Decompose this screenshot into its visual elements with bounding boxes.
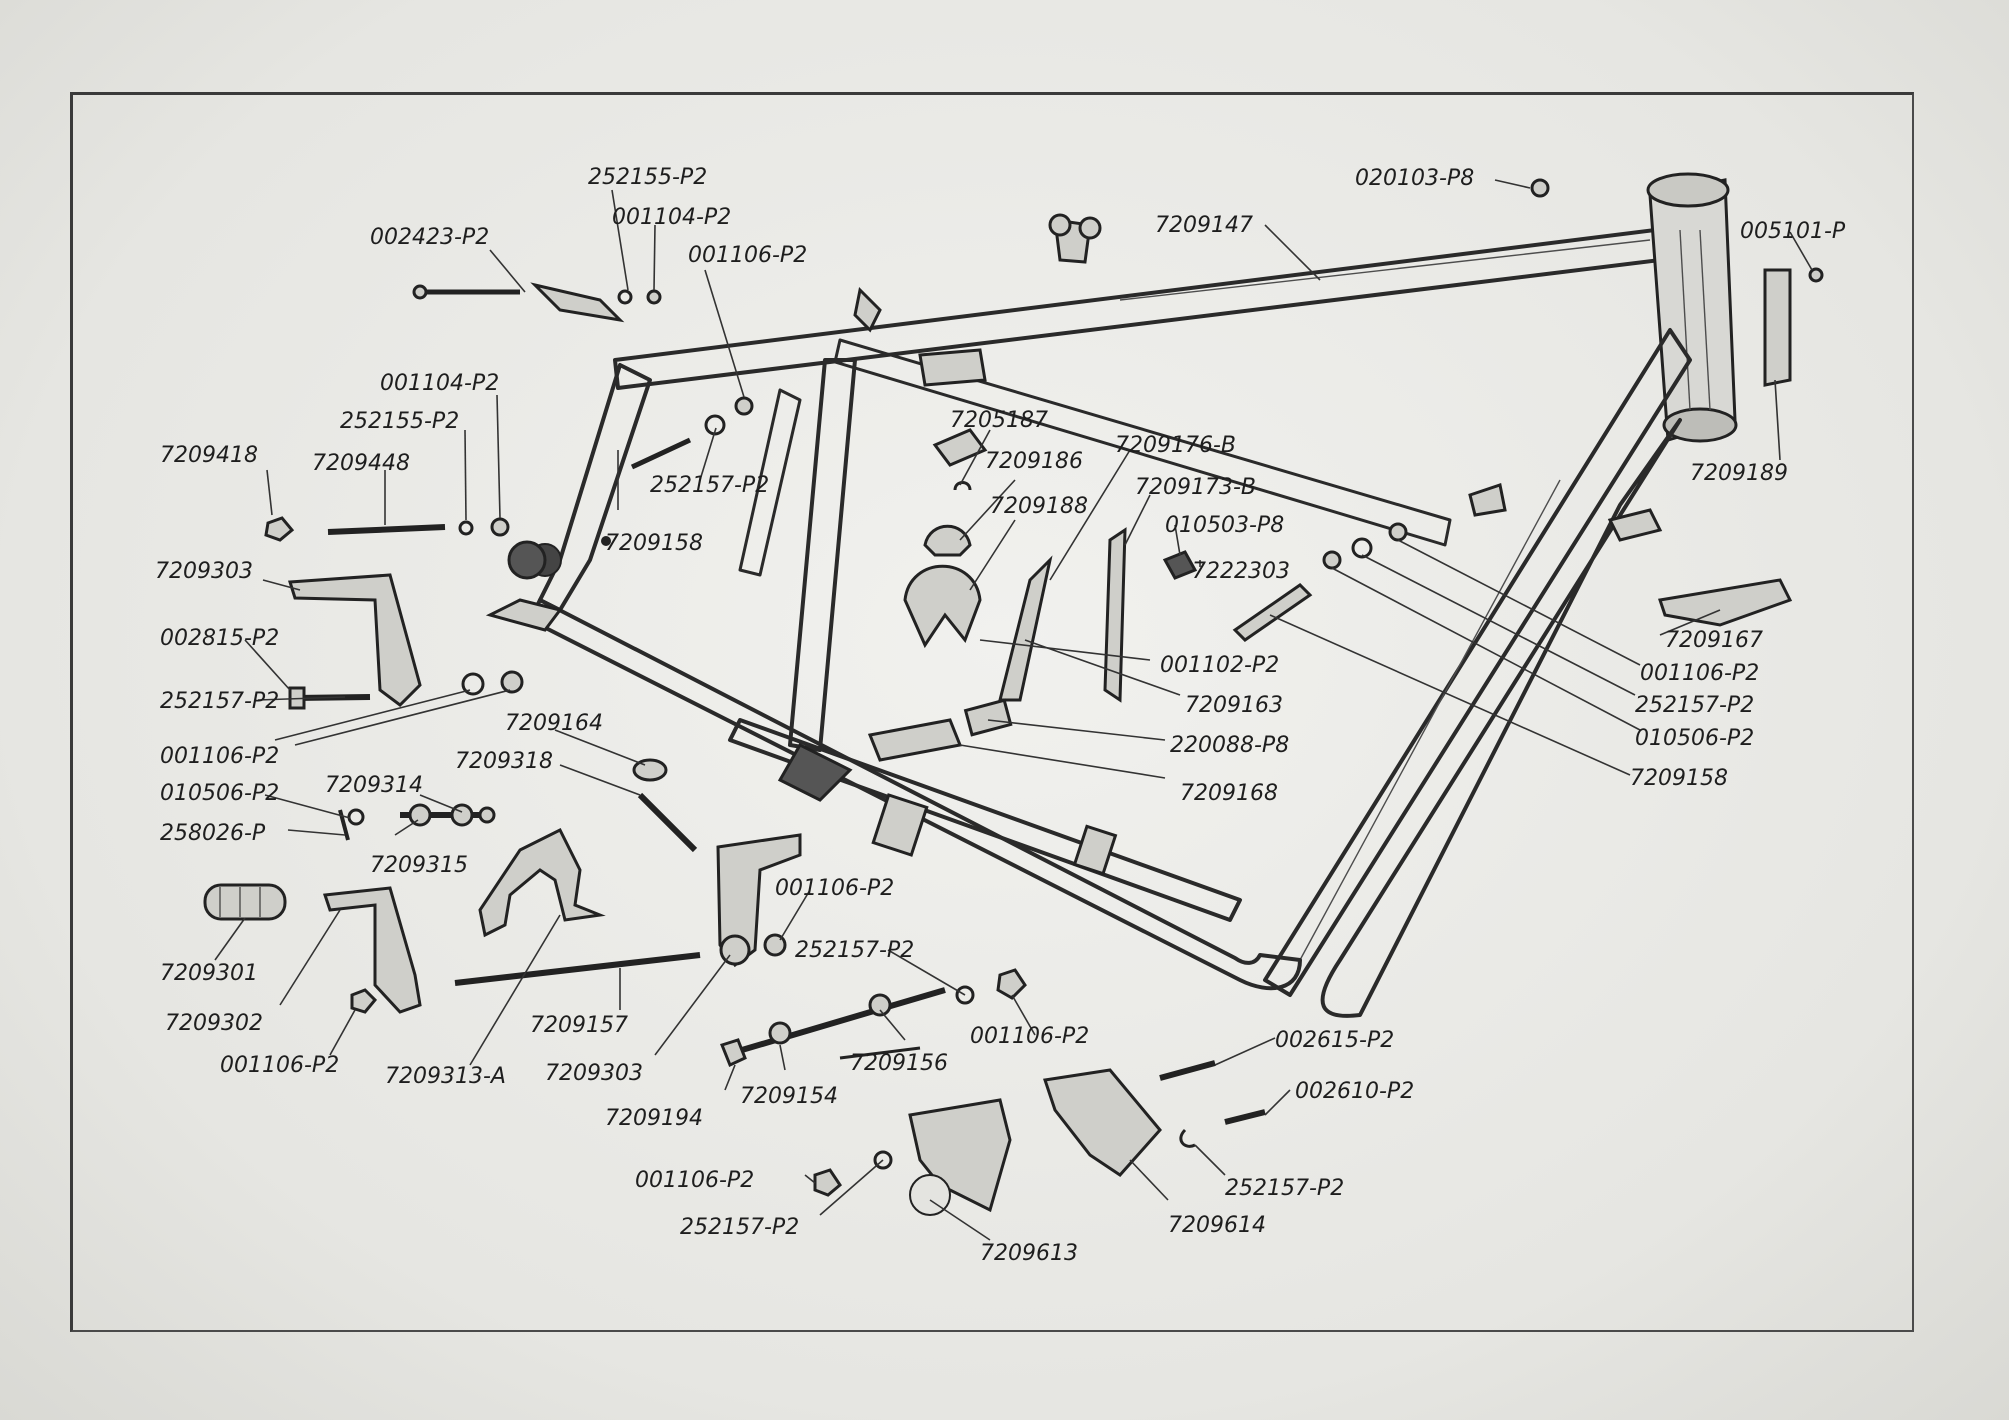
label-252157-P2-mid: 252157-P2	[650, 473, 769, 498]
spring-7209176-B	[998, 555, 1053, 702]
label-7209188: 7209188	[990, 494, 1088, 519]
label-7205187: 7205187	[950, 408, 1048, 433]
label-252157-P2-left: 252157-P2	[160, 689, 279, 714]
label-005101-P: 005101-P	[1740, 219, 1846, 244]
bolt-7209448	[327, 524, 446, 535]
clamp-7209188	[903, 564, 982, 649]
label-7209614: 7209614	[1168, 1213, 1266, 1238]
bottom-cradle-tube	[528, 598, 1302, 991]
cap-7209164	[632, 758, 668, 782]
label-7209157: 7209157	[530, 1013, 628, 1038]
rear-gusset	[777, 743, 853, 802]
label-7209167: 7209167	[1665, 628, 1763, 653]
label-001106-P2-bc: 001106-P2	[970, 1024, 1089, 1049]
label-002610-P2: 002610-P2	[1295, 1079, 1414, 1104]
label-7209163: 7209163	[1185, 693, 1283, 718]
label-258026-P: 258026-P	[160, 821, 266, 846]
footrest-7209301	[203, 883, 287, 921]
label-001106-P2-right: 001106-P2	[1640, 661, 1759, 686]
spring-7209173-B	[1103, 527, 1127, 703]
label-252157-P2-bottom: 252157-P2	[680, 1215, 799, 1240]
label-252157-P2-right: 252157-P2	[1635, 693, 1754, 718]
label-252155-P2-left: 252155-P2	[340, 409, 459, 434]
label-001104-P2-left: 001104-P2	[380, 371, 499, 396]
rod-7209157	[454, 952, 701, 986]
motorcycle-frame	[485, 172, 1738, 1018]
label-7209314: 7209314	[325, 773, 423, 798]
label-010506-P2-right: 010506-P2	[1635, 726, 1754, 751]
label-252155-P2-top: 252155-P2	[588, 165, 707, 190]
label-7209303-left: 7209303	[155, 559, 253, 584]
lower-rail	[728, 718, 1242, 922]
bracket-7209614	[1043, 1068, 1162, 1177]
label-002815-P2: 002815-P2	[160, 626, 279, 651]
label-7209186: 7209186	[985, 449, 1083, 474]
label-7209147: 7209147	[1155, 213, 1253, 238]
label-7209302: 7209302	[165, 1011, 263, 1036]
label-7209168: 7209168	[1180, 781, 1278, 806]
label-7209315: 7209315	[370, 853, 468, 878]
plate-7209189	[1763, 268, 1792, 387]
label-001106-P2-bl: 001106-P2	[220, 1053, 339, 1078]
label-7209313-A: 7209313-A	[385, 1064, 506, 1089]
label-7209176-B: 7209176-B	[1115, 433, 1236, 458]
label-7209613: 7209613	[980, 1241, 1078, 1266]
label-010503-P8: 010503-P8	[1165, 513, 1284, 538]
clip-7209186	[923, 524, 972, 557]
label-7209448: 7209448	[312, 451, 410, 476]
second-down-tube	[1320, 418, 1682, 1018]
nut-7209418	[264, 516, 295, 542]
label-7209418: 7209418	[160, 443, 258, 468]
label-7209164: 7209164	[505, 711, 603, 736]
label-7209189: 7209189	[1690, 461, 1788, 486]
plate-7209167	[1658, 578, 1793, 627]
label-7209158-left: 7209158	[605, 531, 703, 556]
part-labels: 002423-P2 252155-P2 001104-P2 001106-P2 …	[155, 165, 1846, 1266]
label-7209318: 7209318	[455, 749, 553, 774]
stand-7209313-A	[478, 827, 606, 938]
label-7209194: 7209194	[605, 1106, 703, 1131]
label-7222303: 7222303	[1192, 559, 1290, 584]
label-7209156: 7209156	[850, 1051, 948, 1076]
label-252157-P2-br: 252157-P2	[1225, 1176, 1344, 1201]
loose-parts	[203, 178, 1824, 1216]
footrest-arm-7209302	[322, 886, 422, 1014]
label-7209158-right: 7209158	[1630, 766, 1728, 791]
label-7209154: 7209154	[740, 1084, 838, 1109]
label-220088-P8: 220088-P8	[1170, 733, 1289, 758]
seat-tube	[788, 358, 857, 752]
diagram-border	[70, 92, 1914, 1332]
rear-stay	[538, 363, 652, 612]
label-001106-P2-top: 001106-P2	[688, 243, 807, 268]
bolt-7209194	[724, 987, 946, 1058]
label-001104-P2-top: 001104-P2	[612, 205, 731, 230]
screw-020103	[1530, 178, 1550, 198]
label-7209173-B: 7209173-B	[1135, 475, 1256, 500]
front-down-tube	[1263, 328, 1692, 997]
label-7209303-bottom: 7209303	[545, 1061, 643, 1086]
spring-7209318	[637, 792, 698, 853]
label-001106-P2-bottom: 001106-P2	[635, 1168, 754, 1193]
label-7209301: 7209301	[160, 961, 258, 986]
label-020103-P8: 020103-P8	[1355, 166, 1474, 191]
housing-7209613	[908, 1098, 1012, 1213]
label-002423-P2: 002423-P2	[370, 225, 489, 250]
label-001106-P2-left: 001106-P2	[160, 744, 279, 769]
label-002615-P2: 002615-P2	[1275, 1028, 1394, 1053]
tank-tube	[833, 338, 1452, 547]
bracket-7205187	[932, 428, 988, 467]
pin-7222303	[1232, 583, 1313, 642]
lever-7209303	[288, 573, 422, 707]
label-001106-P2-center: 001106-P2	[775, 876, 894, 901]
label-252157-P2-center: 252157-P2	[795, 938, 914, 963]
label-001102-P2: 001102-P2	[1160, 653, 1279, 678]
leader-lines	[214, 179, 1813, 1241]
label-010506-P2-left: 010506-P2	[160, 781, 279, 806]
ball-joint	[507, 540, 547, 580]
crossbar-220088	[963, 698, 1013, 737]
